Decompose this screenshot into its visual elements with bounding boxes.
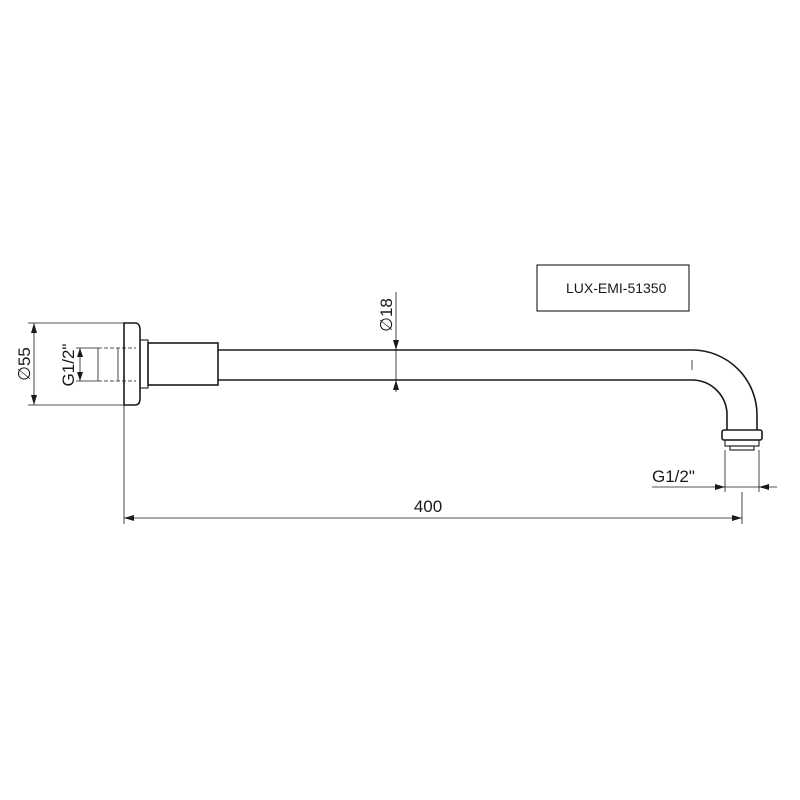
inlet-thread-label: G1/2" bbox=[59, 344, 78, 387]
length-label: 400 bbox=[414, 497, 442, 516]
flange-diameter-label: ∅55 bbox=[15, 347, 34, 381]
overall-length-dimension: 400 bbox=[123, 405, 743, 524]
wall-flange bbox=[97, 322, 149, 406]
flange-diameter-dimension: ∅55 bbox=[15, 322, 124, 406]
outlet-thread-dimension: G1/2" bbox=[652, 450, 777, 492]
product-code-box: LUX-EMI-51350 bbox=[536, 264, 690, 312]
product-code-label: LUX-EMI-51350 bbox=[566, 280, 667, 296]
shower-arm-pipe bbox=[218, 349, 758, 430]
pipe-diameter-label: ∅18 bbox=[377, 298, 396, 332]
connector-sleeve bbox=[147, 342, 219, 386]
pipe-diameter-dimension: ∅18 bbox=[377, 292, 399, 392]
inlet-thread-dimension: G1/2" bbox=[59, 344, 98, 387]
outlet-fitting bbox=[721, 429, 763, 451]
outlet-thread-label: G1/2" bbox=[652, 467, 695, 486]
